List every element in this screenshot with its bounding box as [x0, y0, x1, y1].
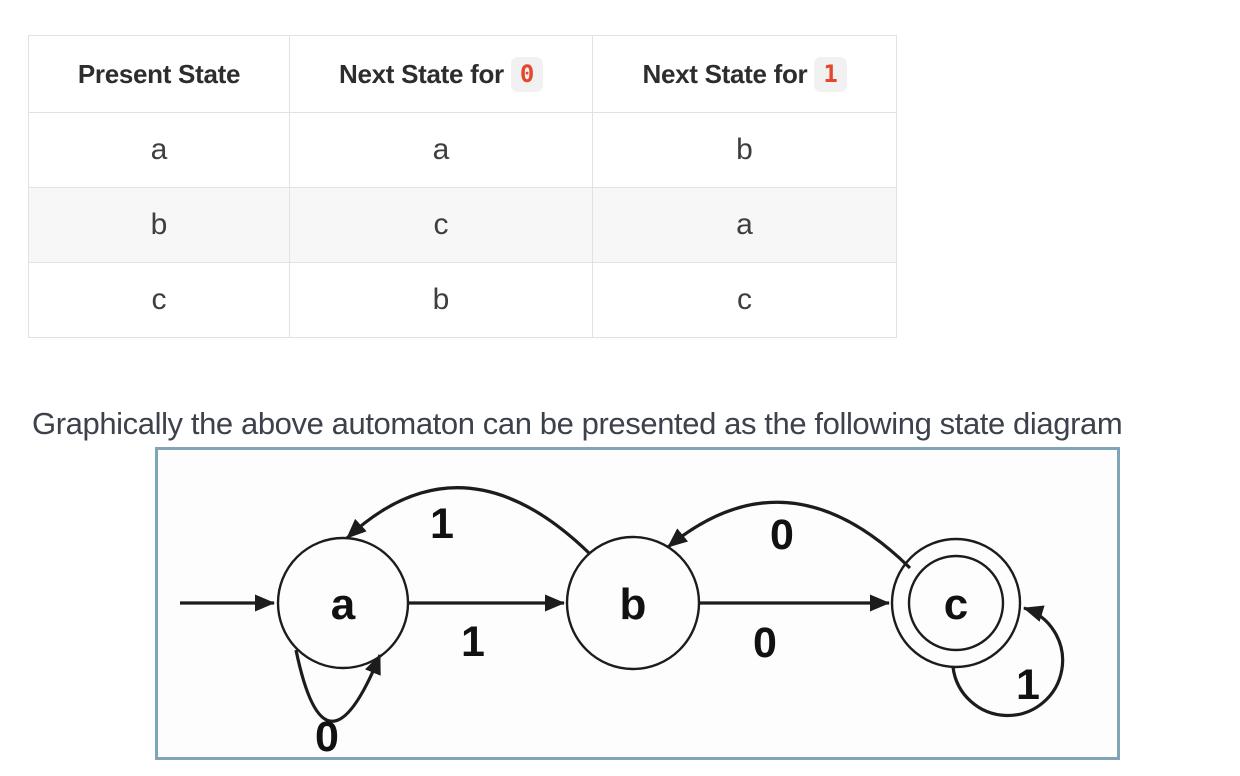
table-row: c b c: [28, 262, 897, 338]
cell-next-1: a: [592, 187, 897, 263]
cell-next-1: b: [592, 112, 897, 188]
caption-text: Graphically the above automaton can be p…: [32, 406, 1123, 441]
label-b-to-c: 0: [753, 619, 777, 667]
transition-c-self-loop: [951, 605, 1065, 718]
state-b-circle: [565, 535, 701, 671]
state-a-label: a: [331, 580, 356, 629]
header-present-state: Present State: [28, 35, 290, 113]
cell-present: a: [28, 112, 290, 188]
state-a-circle: [276, 536, 410, 670]
code-badge-0: 0: [510, 56, 543, 92]
state-b-label: b: [620, 580, 647, 629]
code-badge-1: 1: [814, 56, 847, 92]
cell-next-0: a: [289, 112, 593, 188]
label-a-to-b: 1: [461, 618, 485, 666]
header-label: Next State for: [642, 58, 808, 89]
table-row: b c a: [28, 187, 897, 263]
table-row: a a b: [28, 112, 897, 188]
transition-a-self-loop: [294, 649, 382, 723]
label-c-to-b: 0: [770, 511, 794, 559]
header-label: Present State: [77, 58, 241, 89]
state-c-outer-circle: [890, 537, 1022, 669]
state-c-label: c: [944, 580, 968, 629]
state-c-inner-circle: [907, 554, 1005, 652]
cell-next-0: b: [289, 262, 593, 338]
cell-next-0: c: [289, 187, 593, 263]
label-a-self-loop: 0: [315, 713, 339, 757]
label-c-self-loop: 1: [1016, 661, 1040, 709]
header-label: Next State for: [339, 58, 504, 89]
cell-present: c: [28, 262, 290, 338]
cell-next-1: c: [592, 262, 897, 338]
label-b-to-a: 1: [430, 500, 454, 548]
state-diagram-figure: a b c 0 1 1 0 0 1: [155, 447, 1120, 760]
cell-present: b: [28, 187, 290, 263]
state-diagram-svg: a b c 0 1 1 0 0 1: [180, 486, 1065, 757]
transition-b-to-a-arc: [345, 486, 592, 556]
transition-c-to-b-arc: [666, 500, 912, 570]
